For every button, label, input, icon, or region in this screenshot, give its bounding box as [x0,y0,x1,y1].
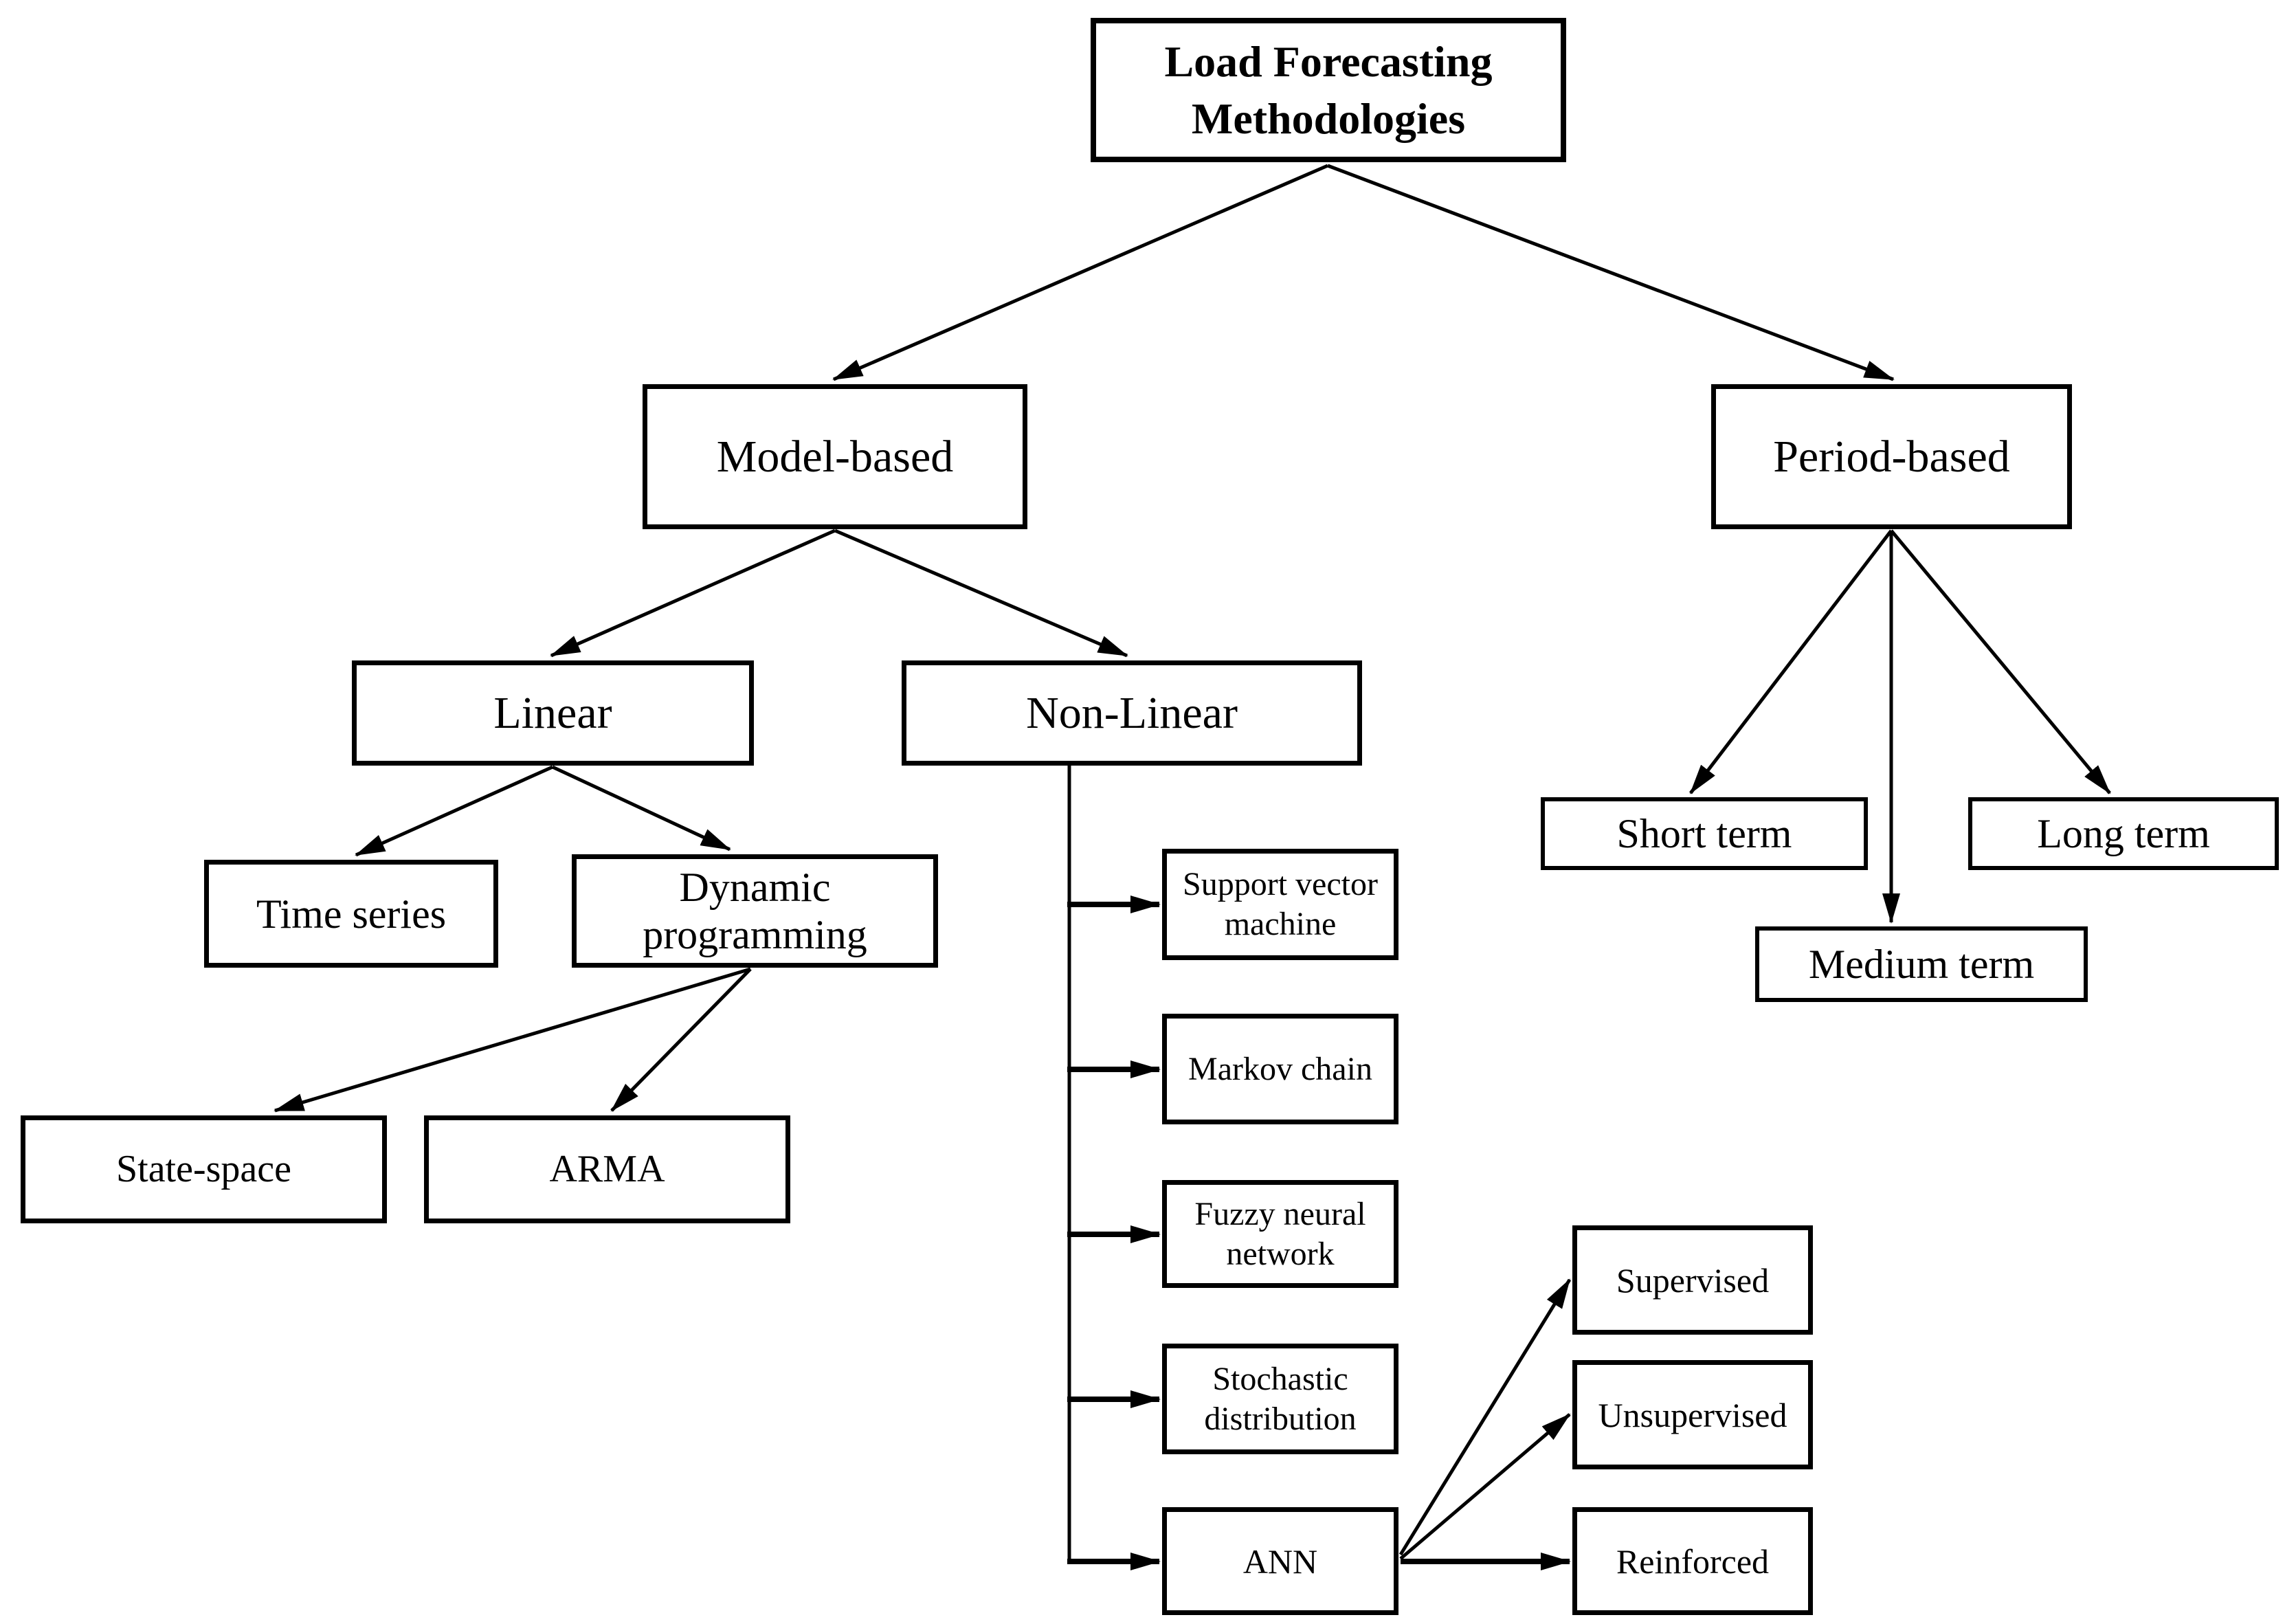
edge-model-linear [550,529,836,658]
node-medium-term: Medium term [1755,926,2088,1002]
node-load-forecasting-methodologies: Load Forecasting Methodologies [1091,18,1566,162]
edge-linear-dynamic [551,765,731,852]
edge-linear-time-series [355,765,554,857]
node-reinforced: Reinforced [1572,1507,1813,1615]
node-stochastic-distribution: Stochastic distribution [1162,1344,1398,1454]
edge-root-model-based [832,164,1328,381]
node-state-space: State-space [21,1115,387,1223]
edge-ann-supervised [1398,1278,1572,1556]
node-long-term: Long term [1968,797,2279,870]
node-arma: ARMA [424,1115,790,1223]
node-period-based: Period-based [1711,384,2072,529]
node-ann: ANN [1162,1507,1398,1615]
edge-period-long-term [1890,529,2111,794]
node-unsupervised: Unsupervised [1572,1360,1813,1469]
edge-dynamic-state-space [274,967,751,1113]
edge-dynamic-arma [610,968,752,1112]
node-time-series: Time series [204,860,498,968]
node-markov-chain: Markov chain [1162,1014,1398,1124]
edge-root-period-based [1327,164,1895,381]
node-model-based: Model-based [643,384,1027,529]
edge-ann-unsupervised [1399,1413,1571,1560]
edge-period-short-term [1689,529,1893,794]
node-support-vector-machine: Support vector machine [1162,849,1398,960]
edge-model-non-linear [834,529,1128,658]
node-short-term: Short term [1541,797,1868,870]
node-non-linear: Non-Linear [902,660,1362,766]
node-supervised: Supervised [1572,1225,1813,1335]
node-fuzzy-neural-network: Fuzzy neural network [1162,1180,1398,1288]
node-dynamic-programming: Dynamic programming [572,854,938,968]
node-linear: Linear [352,660,754,766]
